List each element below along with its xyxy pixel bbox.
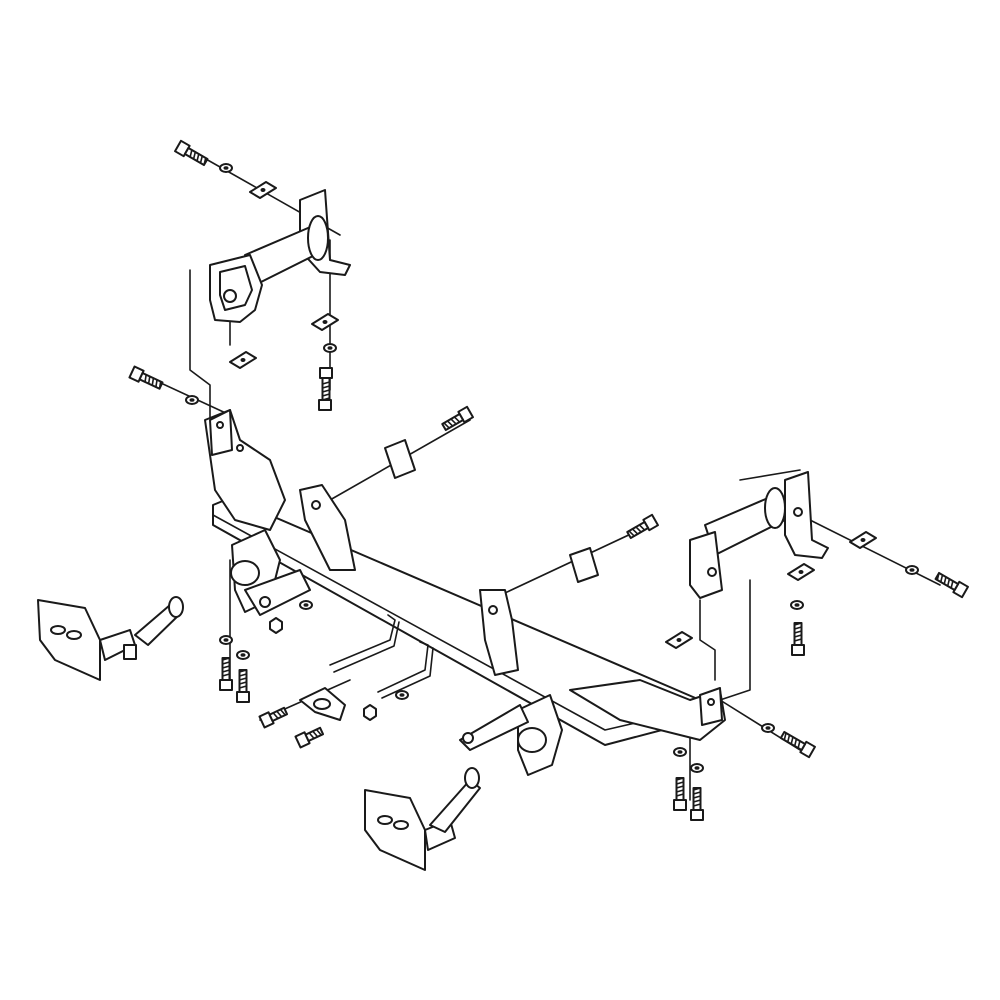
upper-right-frame-bracket — [689, 471, 829, 599]
j-bolts — [329, 614, 434, 699]
left-tow-receiver — [230, 529, 311, 616]
washer-hole — [399, 693, 405, 697]
bolt — [779, 730, 816, 759]
backing-plate — [569, 547, 599, 583]
washer-hole — [677, 750, 683, 754]
washer-hole — [223, 638, 229, 642]
bolt — [673, 777, 687, 811]
bolt — [441, 405, 474, 432]
bolt — [128, 365, 164, 390]
plate-hole — [860, 538, 866, 542]
plate-hole — [240, 358, 246, 362]
washer-hole — [909, 568, 915, 572]
bolt — [294, 726, 325, 749]
bolt — [791, 622, 805, 656]
washer-hole — [327, 346, 333, 350]
right-tow-bracket — [364, 767, 481, 871]
bolt — [934, 571, 969, 599]
washer-hole — [765, 726, 771, 730]
main-crossbar — [204, 409, 726, 746]
washer-hole — [794, 603, 800, 607]
right-tow-receiver — [459, 694, 563, 776]
bolt — [219, 657, 233, 691]
washer-hole — [189, 398, 195, 402]
nut — [269, 617, 283, 634]
plate-hole — [322, 320, 328, 324]
bolt — [258, 706, 289, 729]
washer-hole — [223, 166, 229, 170]
left-tow-bracket — [37, 596, 184, 681]
bolt — [318, 399, 332, 411]
washer-hole — [303, 603, 309, 607]
bolt — [319, 367, 333, 401]
backing-plate — [384, 439, 416, 479]
bolt — [236, 669, 250, 703]
washer-hole — [240, 653, 246, 657]
bolt — [626, 513, 659, 540]
plate-hole — [798, 570, 804, 574]
nut — [363, 704, 377, 721]
plate-hole — [260, 188, 266, 192]
plate-hole — [676, 638, 682, 642]
hardware-group — [128, 139, 969, 821]
bolt — [174, 139, 209, 167]
upper-left-frame-bracket — [209, 189, 351, 323]
mounting-plate — [299, 687, 346, 721]
washer-hole — [694, 766, 700, 770]
bolt — [690, 787, 704, 821]
